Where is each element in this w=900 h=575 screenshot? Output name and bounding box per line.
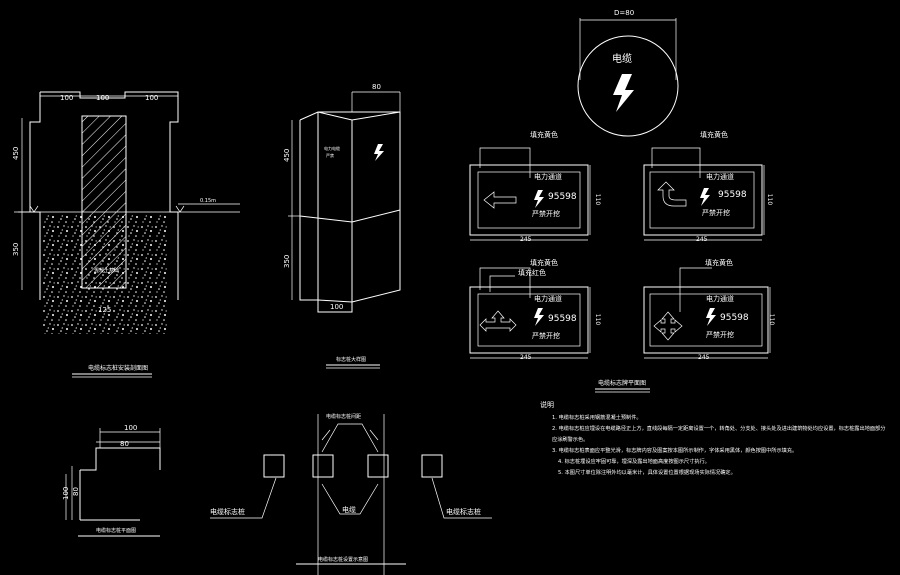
- post-section-view: [14, 91, 240, 378]
- section-b-title: 标志桩大样图: [336, 356, 366, 363]
- circle-label: 电缆: [612, 52, 632, 65]
- plate-three-way-arrow: [469, 267, 591, 359]
- plate-four-way-arrow: [643, 267, 771, 359]
- profile-title: 电缆标志桩平面图: [96, 527, 136, 534]
- lightning-icon: [706, 308, 716, 326]
- circle-sign: [577, 18, 679, 137]
- embed-label: 混凝土基础: [94, 267, 119, 274]
- lightning-icon: [700, 188, 710, 206]
- plate-left-arrow: [469, 147, 591, 241]
- profile-dim-a: 100: [62, 487, 70, 500]
- layout-plan-view: [210, 414, 492, 575]
- ground-label: 0.15m: [200, 198, 216, 204]
- dim-top-right: 100: [145, 94, 158, 102]
- profile-dim-inner: 80: [120, 440, 129, 448]
- profile-dim-top: 100: [124, 424, 137, 432]
- dim-top-mid: 100: [96, 94, 109, 102]
- lightning-icon: [534, 308, 544, 326]
- circle-dim: D=80: [614, 9, 634, 17]
- dim-top-left: 100: [60, 94, 73, 102]
- lightning-icon: [534, 190, 544, 208]
- profile-dim-b: 80: [72, 487, 80, 496]
- layout-top-label: 电缆标志桩间距: [326, 413, 361, 420]
- b-face-text-1: 电力电缆: [324, 145, 340, 151]
- b-dim-left-upper: 450: [283, 149, 291, 162]
- lightning-icon: [374, 144, 384, 161]
- plate-turn-arrow: [643, 147, 765, 241]
- post-3d-view: [288, 91, 401, 369]
- dim-left-lower: 350: [12, 243, 20, 256]
- layout-title: 电缆标志桩设置示意图: [318, 556, 368, 563]
- layout-center-label: 电缆: [342, 505, 356, 514]
- layout-right-label: 电缆标志桩: [446, 507, 481, 516]
- layout-left-label: 电缆标志桩: [210, 507, 245, 516]
- b-face-text-2: 严禁: [326, 153, 334, 158]
- dim-left-upper: 450: [12, 147, 20, 160]
- b-dim-top: 80: [372, 83, 381, 91]
- post-profile-view: [65, 428, 161, 537]
- lightning-icon: [613, 74, 634, 112]
- b-dim-left-lower: 350: [283, 255, 291, 268]
- post-body: [81, 115, 127, 289]
- b-dim-bottom: 100: [330, 303, 343, 311]
- bottom-dim: 125: [98, 306, 111, 314]
- section-a-title: 电缆标志桩安装剖面图: [88, 364, 148, 372]
